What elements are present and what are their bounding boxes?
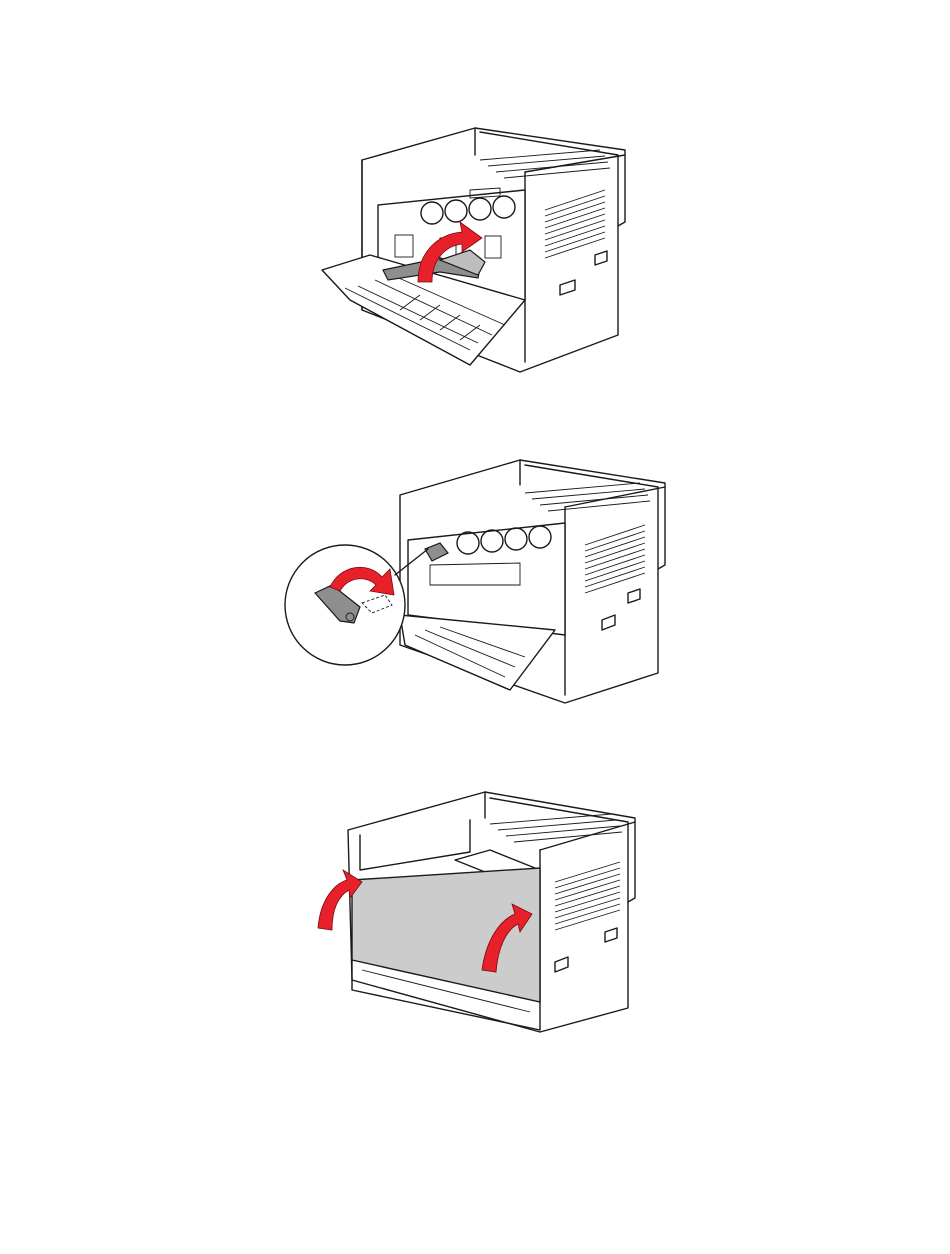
figure-step-lever-raise: [0, 110, 950, 380]
printer-illustration-3: [0, 780, 950, 1040]
printer-illustration-2: [0, 445, 950, 705]
figure-step-close-door: [0, 780, 950, 1040]
printer-illustration-1: [0, 110, 950, 380]
figure-step-lever-rotate: [0, 445, 950, 705]
